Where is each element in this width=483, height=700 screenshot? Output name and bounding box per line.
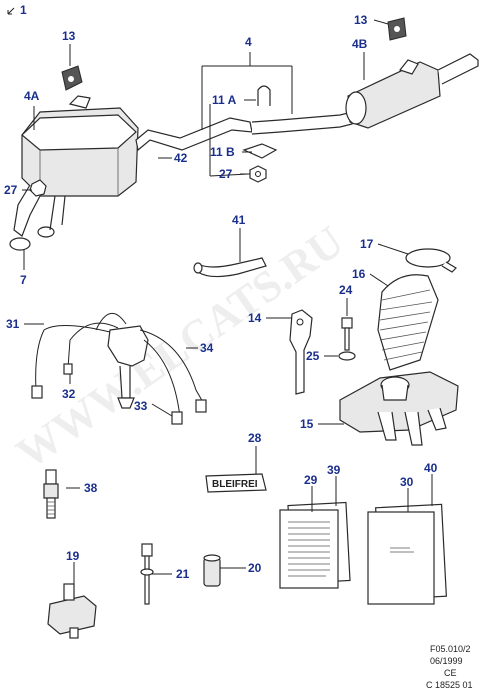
callout-30: 30: [400, 475, 414, 489]
callout-11b: 11 B: [210, 145, 235, 159]
callout-39: 39: [327, 463, 341, 477]
callout-24: 24: [339, 283, 353, 297]
hose-clip-17: [405, 248, 457, 273]
callout-4a: 4A: [24, 89, 40, 103]
callout-4b: 4B: [352, 37, 368, 51]
sensor-14: [289, 309, 313, 395]
page-ref-number: 1: [20, 3, 27, 17]
callout-27-right: 27: [219, 167, 233, 181]
callout-42: 42: [174, 151, 188, 165]
callout-4: 4: [245, 35, 252, 49]
sleeve-20: [203, 554, 221, 587]
callout-25: 25: [306, 349, 320, 363]
manual-30-40: [367, 503, 447, 605]
washer-25: [338, 351, 356, 361]
intermediate-pipe: [135, 111, 353, 152]
callout-38: 38: [84, 481, 98, 495]
bolt-24: [341, 317, 353, 351]
callout-40: 40: [424, 461, 438, 475]
callout-20: 20: [248, 561, 262, 575]
callout-31: 31: [6, 317, 20, 331]
page-ref: 1: [7, 3, 27, 17]
callout-33: 33: [134, 399, 148, 413]
clamp-11a: [257, 85, 271, 106]
callout-27-left: 27: [4, 183, 18, 197]
stud-21: [140, 543, 154, 605]
callout-13-right: 13: [354, 13, 368, 27]
distributor-with-leads: [31, 313, 207, 425]
drawing-reference: F05.010/2 06/1999 CE C 18525 01: [426, 644, 473, 690]
rubber-hanger-13-right: [387, 17, 407, 41]
callout-19: 19: [66, 549, 80, 563]
footer-line-1: F05.010/2: [430, 644, 471, 654]
intake-hose-16: [377, 274, 439, 371]
bracket-19: [47, 583, 97, 639]
callout-29: 29: [304, 473, 318, 487]
callout-21: 21: [176, 567, 190, 581]
callout-14: 14: [248, 311, 262, 325]
bleifrei-text: BLEIFREI: [212, 479, 258, 490]
footer-line-2: 06/1999: [430, 656, 463, 666]
footer-line-4: C 18525 01: [426, 680, 473, 690]
front-muffler-4a: [9, 95, 139, 251]
callout-34: 34: [200, 341, 214, 355]
callout-15: 15: [300, 417, 314, 431]
exhaust-system: [9, 17, 479, 251]
callout-16: 16: [352, 267, 366, 281]
callout-11a: 11 A: [212, 93, 237, 107]
callouts: 13 13 4 4A 4B 11 A 11 B 42 27 27 7 41 17…: [4, 13, 438, 584]
rubber-hanger-13-left: [61, 65, 83, 91]
clamp-11b: [242, 143, 278, 159]
callout-28: 28: [248, 431, 262, 445]
hose-41: [193, 257, 267, 278]
footer-line-3: CE: [444, 668, 457, 678]
callout-32: 32: [62, 387, 76, 401]
spark-plug-38: [43, 469, 59, 519]
manual-29-39: [279, 501, 351, 589]
callout-7: 7: [20, 273, 27, 287]
callout-13-left: 13: [62, 29, 76, 43]
callout-41: 41: [232, 213, 246, 227]
nut-27-right: [249, 165, 267, 183]
label-bleifrei-28: BLEIFREI: [205, 473, 267, 493]
rear-muffler-4b: [345, 53, 479, 129]
callout-17: 17: [360, 237, 374, 251]
air-cleaner-15: [339, 371, 459, 446]
